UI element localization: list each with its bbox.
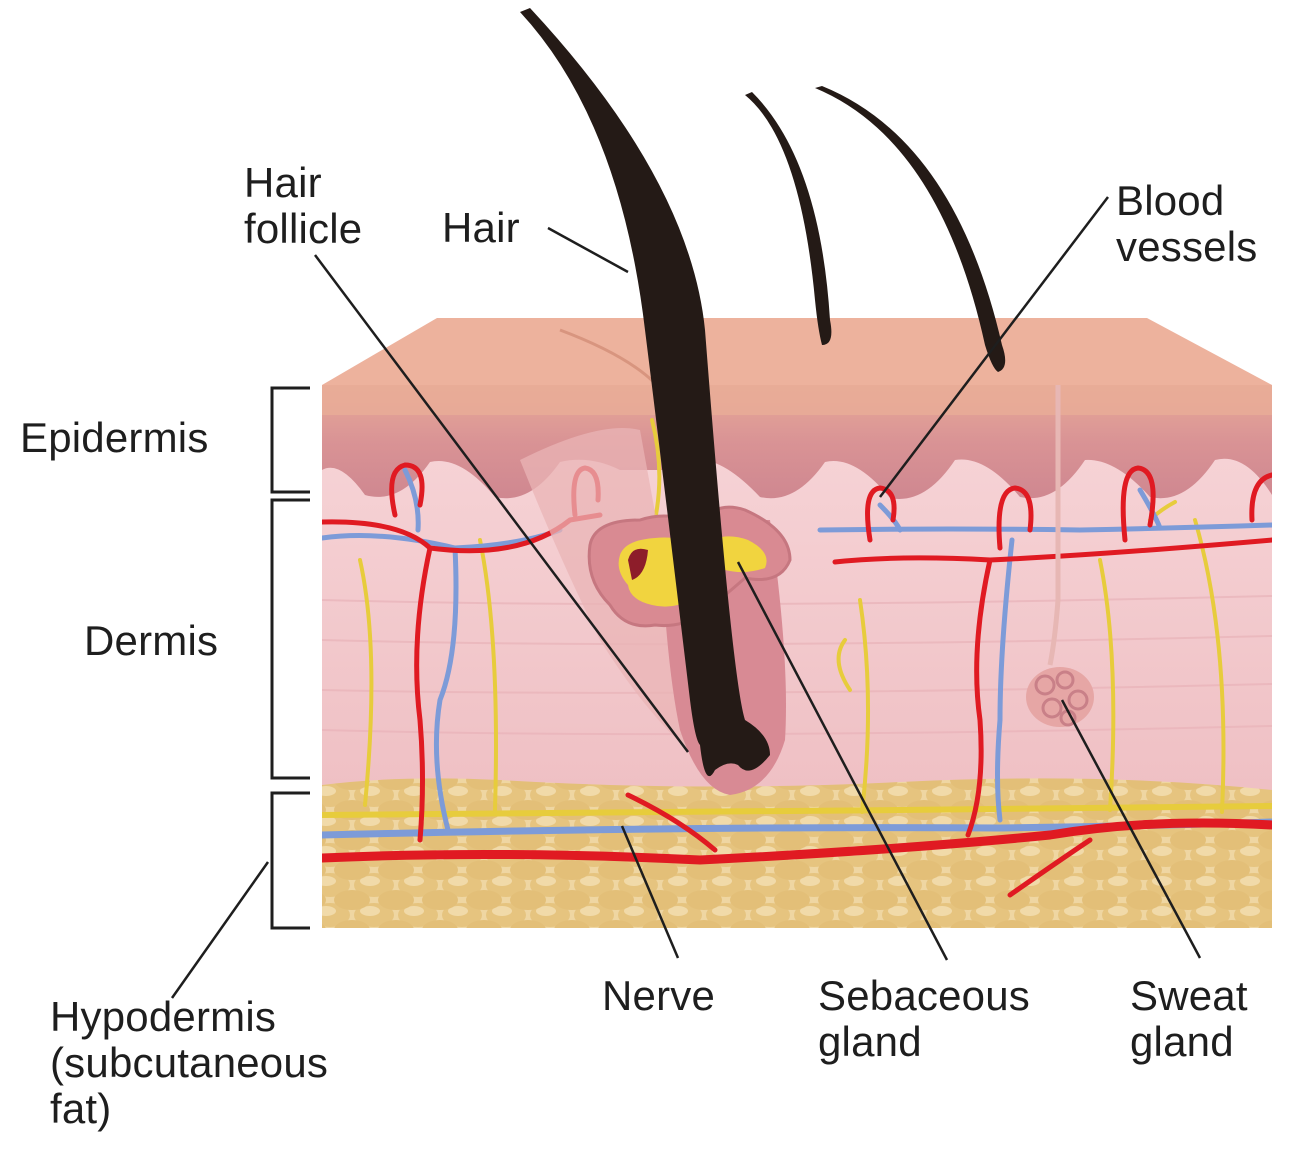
sweat-gland-coil <box>1026 667 1094 727</box>
hypodermis-bracket <box>272 793 310 928</box>
label-sweat-line2: gland <box>1130 1019 1248 1065</box>
layer-brackets <box>272 388 310 928</box>
label-blood-vessels-line2: vessels <box>1116 224 1257 270</box>
label-sweat-gland: Sweat gland <box>1130 973 1248 1065</box>
label-hair: Hair <box>442 205 520 251</box>
label-sebaceous-line1: Sebaceous <box>818 973 1030 1019</box>
hypodermis-leader <box>172 862 268 998</box>
label-hair-follicle-line1: Hair <box>244 160 362 206</box>
label-sebaceous-gland: Sebaceous gland <box>818 973 1030 1065</box>
hair-leader <box>548 228 628 272</box>
label-hair-follicle: Hair follicle <box>244 160 362 252</box>
dermis-bracket <box>272 500 310 778</box>
label-nerve: Nerve <box>602 973 715 1019</box>
epidermis-bracket <box>272 388 310 492</box>
label-hypodermis-line2: (subcutaneous <box>50 1040 328 1086</box>
label-blood-vessels: Blood vessels <box>1116 178 1257 270</box>
label-hypodermis-line1: Hypodermis <box>50 994 328 1040</box>
label-blood-vessels-line1: Blood <box>1116 178 1257 224</box>
label-dermis: Dermis <box>84 618 218 664</box>
label-dermis-text: Dermis <box>84 618 218 664</box>
dermis-layer <box>322 440 1272 790</box>
label-hypodermis-line3: fat) <box>50 1086 328 1132</box>
epidermis-top-band <box>322 385 1272 415</box>
label-nerve-text: Nerve <box>602 973 715 1019</box>
label-epidermis-text: Epidermis <box>20 415 209 461</box>
label-hair-text: Hair <box>442 205 520 251</box>
label-epidermis: Epidermis <box>20 415 209 461</box>
label-sebaceous-line2: gland <box>818 1019 1030 1065</box>
label-hypodermis: Hypodermis (subcutaneous fat) <box>50 994 328 1132</box>
label-sweat-line1: Sweat <box>1130 973 1248 1019</box>
label-hair-follicle-line2: follicle <box>244 206 362 252</box>
skin-surface-top <box>322 318 1272 385</box>
hair-shaft-2 <box>745 92 831 345</box>
